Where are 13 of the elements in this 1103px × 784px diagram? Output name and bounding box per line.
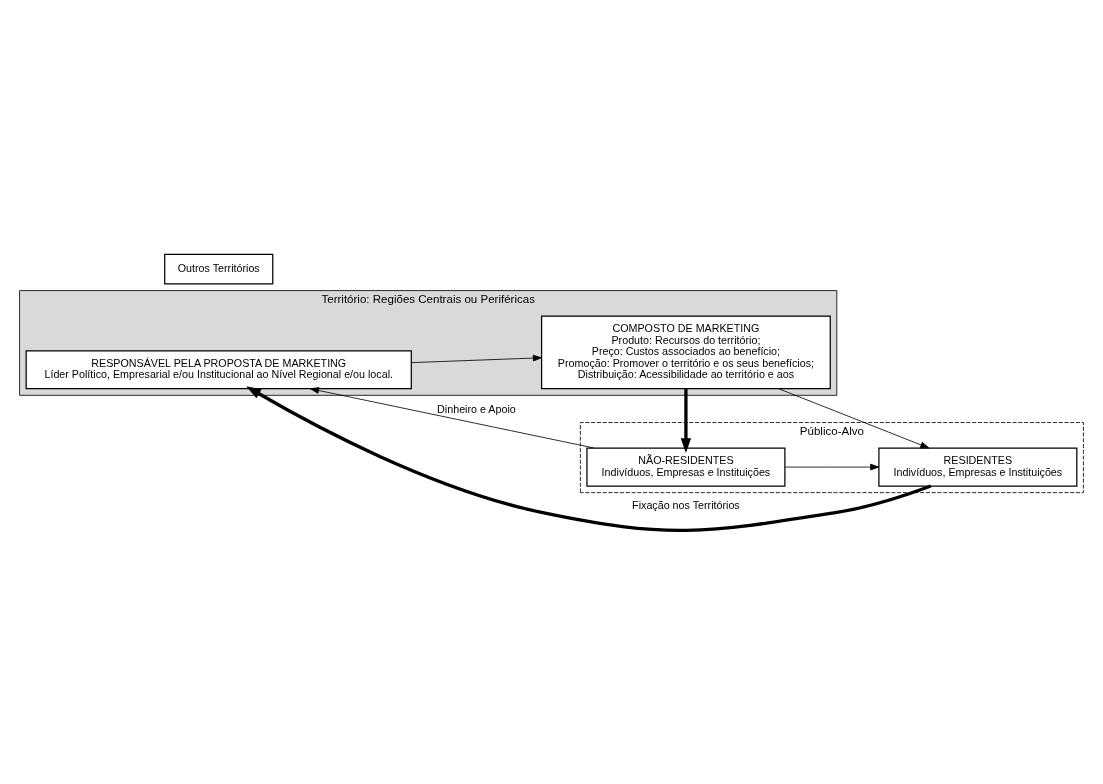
- edge-label: Fixação nos Territórios: [632, 498, 740, 511]
- arrow: [784, 463, 880, 470]
- arrow: [680, 388, 692, 453]
- arrow: [778, 387, 930, 448]
- node-box: RESPONSÁVEL PELA PROPOSTA DE MARKETING Líder Político, Empresarial e/ou Institucional ao Nível Regional e/ou local.: [25, 349, 412, 389]
- node-box: COMPOSTO DE MARKETING Produto: Recursos do território; Preço: Custos associados ao benefício; Promoção: Promover o território e os seus benefícios; Distribuição: Acessibilidade ao território e aos: [541, 315, 831, 389]
- arrow: [246, 385, 932, 532]
- node-box: RESIDENTES Indivíduos, Empresas e Instituições: [878, 447, 1078, 487]
- edge-label: Dinheiro e Apoio: [437, 402, 516, 415]
- arrow: [310, 386, 595, 448]
- node-box: Outros Territórios: [164, 253, 274, 285]
- node-box: NÃO-RESIDENTES Indivíduos, Empresas e Instituições: [586, 447, 786, 487]
- arrow: [411, 354, 542, 363]
